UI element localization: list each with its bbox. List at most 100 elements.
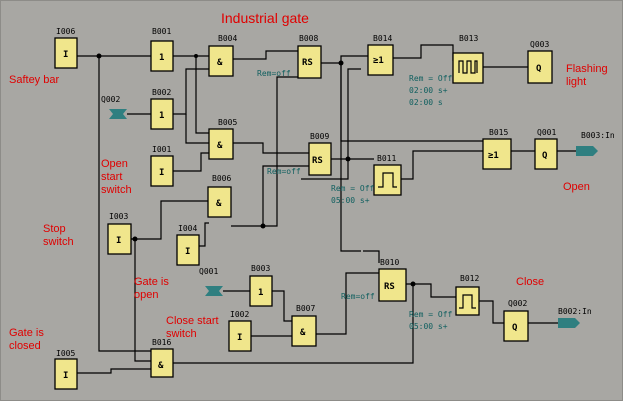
block-q001[interactable]: Q001 Q (534, 128, 558, 170)
label-flashing-2: light (566, 76, 586, 88)
wire-b009-b014 (347, 68, 361, 159)
wire-b006-feedback (263, 76, 298, 227)
block-i005-name: I005 (56, 349, 75, 358)
label-open-start-2: start (101, 171, 122, 183)
block-i004[interactable]: I004 I (176, 224, 200, 266)
wire-b005-b009 (233, 142, 309, 154)
block-b012[interactable]: B012 Rem = Off 05:00 s+ (409, 274, 480, 331)
connector-b003-out[interactable]: B003:In (576, 131, 615, 156)
block-b016[interactable]: B016 & (150, 338, 174, 378)
block-b001-symbol: 1 (159, 53, 164, 63)
block-b016-symbol: & (158, 361, 164, 371)
block-i001-symbol: I (159, 168, 164, 178)
block-b009[interactable]: B009 RS Rem=off (267, 132, 332, 176)
block-q002[interactable]: Q002 Q (503, 299, 529, 342)
block-b011-param2: 05:00 s+ (331, 196, 370, 205)
connector-arrow-icon (109, 109, 127, 119)
connector-q002-in[interactable]: Q002 (101, 95, 127, 119)
block-b008[interactable]: B008 RS Rem=off (257, 34, 322, 79)
block-b007[interactable]: B007 & (291, 304, 317, 347)
junction-dots (96, 53, 416, 287)
wire-b010-out (406, 283, 456, 298)
block-b011-name: B011 (377, 154, 396, 163)
block-b005-name: B005 (218, 118, 237, 127)
label-close: Close (516, 276, 544, 288)
block-b014-symbol: ≥1 (373, 56, 384, 66)
connector-arrow-icon (558, 318, 580, 328)
label-open: Open (563, 181, 590, 193)
block-b015[interactable]: B015 ≥1 (482, 128, 512, 170)
block-b003-name: B003 (251, 264, 270, 273)
block-i003[interactable]: I003 I (107, 212, 132, 255)
block-i006-name: I006 (56, 27, 75, 36)
connector-b002-out[interactable]: B002:In (558, 307, 592, 328)
block-b010[interactable]: B010 RS Rem=off (341, 258, 407, 302)
connector-b003-label: B003:In (581, 131, 615, 140)
wire-b006-b009 (231, 165, 309, 227)
block-i005[interactable]: I005 I (54, 349, 78, 390)
on-delay-icon (378, 172, 397, 188)
off-delay-icon (459, 294, 476, 309)
block-q002-symbol: Q (512, 323, 518, 333)
block-b003[interactable]: B003 1 (249, 264, 273, 307)
block-b013[interactable]: B013 Rem = Off 02:00 s+ 02:00 s (409, 34, 484, 107)
block-i001-name: I001 (152, 145, 171, 154)
block-b006[interactable]: B006 & (207, 174, 232, 218)
block-b013-name: B013 (459, 34, 478, 43)
label-gate-closed-2: closed (9, 340, 41, 352)
block-b014[interactable]: B014 ≥1 (367, 34, 394, 76)
label-close-start-2: switch (166, 328, 197, 340)
block-b015-name: B015 (489, 128, 508, 137)
block-b011[interactable]: B011 Rem = Off 05:00 s+ (331, 154, 402, 205)
block-b010-param: Rem=off (341, 292, 375, 301)
block-b005[interactable]: B005 & (208, 118, 237, 160)
wire-b012-q002 (479, 300, 504, 324)
wire-b010-reset (363, 250, 380, 263)
block-b003-symbol: 1 (258, 288, 263, 298)
connector-b002-label: B002:In (558, 307, 592, 316)
block-q001-name: Q001 (537, 128, 556, 137)
block-b004-symbol: & (217, 58, 223, 68)
label-open-start-3: switch (101, 184, 132, 196)
label-close-start-1: Close start (166, 315, 219, 327)
wire-i004-b006 (199, 222, 209, 247)
block-b013-param1: Rem = Off (409, 74, 453, 83)
wire-b010-loop (173, 284, 414, 364)
block-b009-symbol: RS (312, 156, 323, 166)
block-i001[interactable]: I001 I (150, 145, 174, 187)
block-i004-symbol: I (185, 247, 190, 257)
wire-b007-b010 (316, 272, 379, 335)
block-q002-name: Q002 (508, 299, 527, 308)
block-b005-symbol: & (217, 141, 223, 151)
wire-b002-out (173, 68, 209, 115)
block-b012-param2: 05:00 s+ (409, 322, 448, 331)
wire-b002-b005b (185, 114, 209, 144)
block-i006-symbol: I (63, 50, 68, 60)
wire-i001-b005 (173, 152, 209, 172)
block-b009-name: B009 (310, 132, 329, 141)
block-b011-param1: Rem = Off (331, 184, 375, 193)
wire-safety-bus (77, 55, 151, 352)
block-b006-symbol: & (216, 199, 222, 209)
block-q003-name: Q003 (530, 40, 549, 49)
wire-b004-b008 (233, 50, 298, 60)
block-b001-name: B001 (152, 27, 171, 36)
block-i003-symbol: I (116, 236, 121, 246)
block-i006[interactable]: I006 I (54, 27, 78, 69)
connector-q001-in[interactable]: Q001 (199, 267, 223, 296)
block-b010-name: B010 (380, 258, 399, 267)
block-b002-name: B002 (152, 88, 171, 97)
block-b009-param: Rem=off (267, 167, 301, 176)
wire-b008-b014 (340, 55, 368, 63)
block-b006-name: B006 (212, 174, 231, 183)
diagram-title: Industrial gate (221, 10, 309, 26)
block-q003-symbol: Q (536, 64, 542, 74)
block-i002[interactable]: I002 I (228, 310, 252, 352)
connector-arrow-icon (576, 146, 598, 156)
block-b002[interactable]: B002 1 (150, 88, 174, 130)
block-q003[interactable]: Q003 Q (527, 40, 553, 84)
block-b008-param: Rem=off (257, 69, 291, 78)
block-b004[interactable]: B004 & (208, 34, 237, 77)
wire-b011-b015 (401, 150, 483, 180)
block-b001[interactable]: B001 1 (150, 27, 174, 72)
